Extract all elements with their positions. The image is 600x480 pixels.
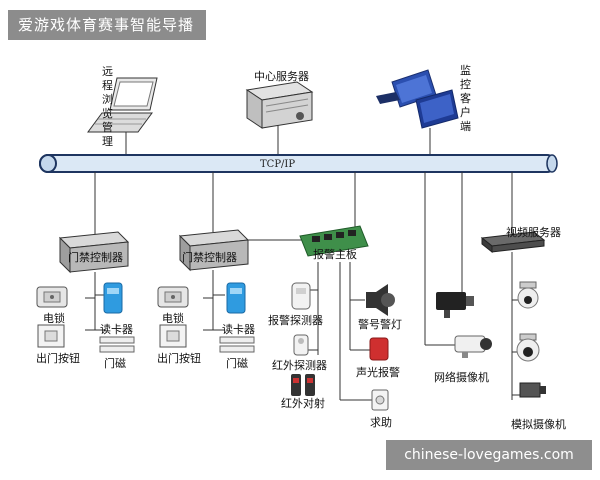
network-camera-box-icon: [436, 292, 474, 318]
monitor-client-label: 监 控 客 户 端: [460, 64, 475, 133]
remote-browse-c3: 浏: [102, 92, 113, 106]
access-controller-1-icon: [58, 231, 130, 274]
remote-browse-c1: 远: [102, 65, 113, 78]
electric-lock-2-icon: [157, 286, 189, 308]
tcp-ip-bus: [39, 154, 558, 173]
lock-2-label: 电锁: [162, 311, 184, 325]
exit-button-1-icon: [37, 324, 65, 348]
monitor-client-c4: 户: [460, 105, 471, 119]
alarm-detector-icon: [291, 282, 311, 310]
card-reader-2-icon: [226, 282, 246, 314]
magnet-2-label: 门磁: [226, 356, 248, 370]
electric-lock-1-icon: [36, 286, 68, 308]
reader-2-label: 读卡器: [222, 322, 255, 336]
reader-1-label: 读卡器: [100, 322, 133, 336]
monitor-client-c5: 端: [460, 120, 471, 133]
title-banner: 爱游戏体育赛事智能导播: [8, 10, 206, 40]
laptop-icon: [87, 77, 158, 133]
siren-label: 警号警灯: [358, 317, 402, 331]
exit-button-1-label: 出门按钮: [36, 351, 80, 365]
watermark-banner: chinese-lovegames.com: [386, 440, 592, 470]
video-server-icon: [480, 231, 546, 254]
remote-browse-c5: 管: [102, 120, 113, 134]
access-controller-2-icon: [178, 229, 250, 272]
alarm-detector-label: 报警探测器: [268, 313, 323, 327]
net-camera-label: 网络摄像机: [434, 370, 489, 384]
ir-beam-label: 红外对射: [281, 396, 325, 410]
access-controller-1-label: 门禁控制器: [68, 250, 123, 264]
bus-label: TCP/IP: [260, 159, 295, 170]
monitor-client-c3: 客: [460, 91, 471, 105]
remote-browse-c6: 理: [102, 135, 113, 148]
dome-camera-1-icon: [517, 281, 539, 309]
access-controller-2-label: 门禁控制器: [182, 250, 237, 264]
analog-camera-label: 模拟摄像机: [511, 417, 566, 431]
monitor-client-c1: 监: [460, 64, 471, 77]
ir-detector-icon: [293, 334, 309, 356]
strobe-alarm-icon: [369, 337, 389, 361]
ir-detector-label: 红外探测器: [272, 359, 327, 372]
network-camera-bullet-icon: [454, 335, 492, 358]
door-magnet-1-icon: [99, 336, 135, 353]
dome-camera-2-icon: [516, 333, 540, 362]
monitor-client-icon: [376, 69, 459, 129]
magnet-1-label: 门磁: [104, 356, 126, 370]
server-icon: [245, 81, 314, 129]
exit-button-2-icon: [159, 324, 187, 348]
help-button-icon: [371, 389, 389, 411]
alarm-board-label: 报警主板: [313, 247, 357, 261]
siren-icon: [366, 284, 395, 316]
video-server-label: 视频服务器: [506, 225, 561, 239]
center-server-label: 中心服务器: [254, 70, 309, 83]
door-magnet-2-icon: [219, 336, 255, 353]
strobe-label: 声光报警: [356, 365, 400, 379]
exit-button-2-label: 出门按钮: [157, 351, 201, 365]
help-label: 求助: [370, 415, 392, 429]
box-camera-analog-icon: [519, 382, 546, 398]
monitor-client-c2: 控: [460, 77, 471, 91]
card-reader-1-icon: [103, 282, 123, 314]
ir-beam-icon: [291, 374, 315, 396]
lock-1-label: 电锁: [43, 311, 65, 325]
alarm-board-icon: [299, 225, 369, 257]
remote-browse-label: 远 程 浏 览 管 理: [102, 65, 117, 148]
remote-browse-c2: 程: [102, 79, 113, 92]
remote-browse-c4: 览: [102, 106, 113, 120]
